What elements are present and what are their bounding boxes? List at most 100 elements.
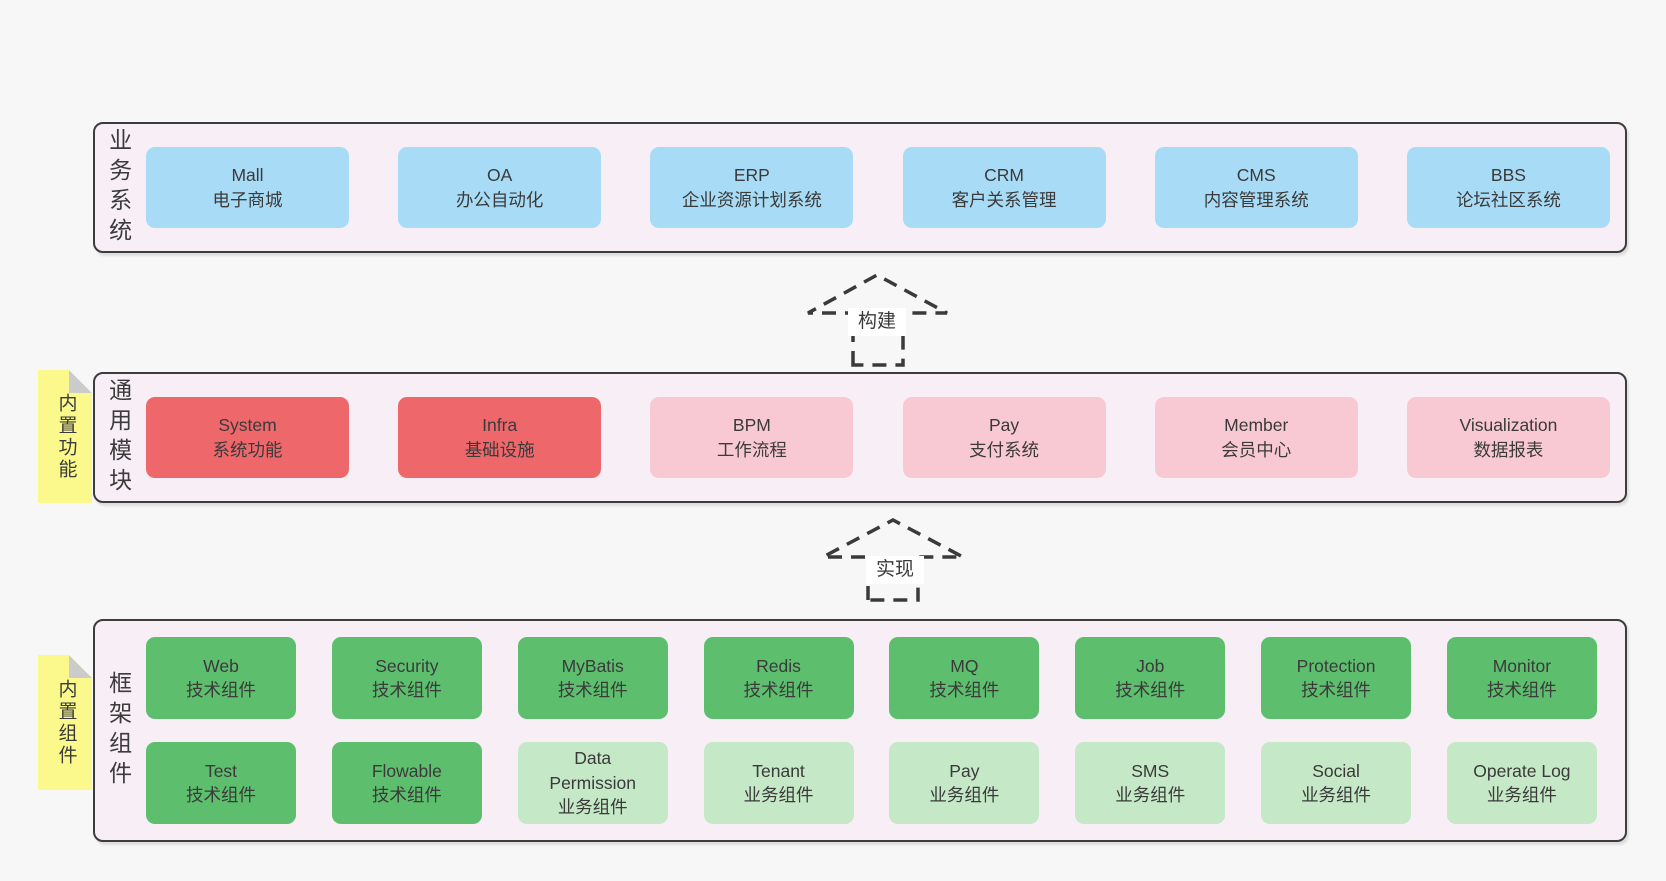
band-business-systems-label: 业务系统 bbox=[105, 127, 132, 248]
band-label-column: 通用模块 bbox=[95, 374, 141, 501]
box-subtitle: 技术组件 bbox=[371, 680, 442, 700]
build-arrow-label: 构建 bbox=[848, 308, 906, 336]
box-subtitle: 技术组件 bbox=[371, 785, 442, 805]
box-visualization: Visualization 数据报表 bbox=[1406, 397, 1610, 478]
box-title: Member bbox=[1224, 415, 1289, 435]
box-subtitle: 工作流程 bbox=[716, 439, 787, 460]
box-title: OA bbox=[487, 165, 513, 185]
box-subtitle: 技术组件 bbox=[1115, 680, 1186, 700]
band-common-modules-label: 通用模块 bbox=[105, 377, 132, 498]
implement-arrow bbox=[822, 518, 964, 602]
box-title: Infra bbox=[482, 415, 518, 435]
box-mybatis: MyBatis 技术组件 bbox=[517, 637, 668, 719]
box-mall: Mall 电子商城 bbox=[146, 147, 349, 228]
box-sms: SMS 业务组件 bbox=[1075, 742, 1226, 824]
box-subtitle: 内容管理系统 bbox=[1203, 189, 1309, 210]
box-security: Security 技术组件 bbox=[331, 637, 482, 719]
box-subtitle: 技术组件 bbox=[929, 680, 1000, 700]
band-business-systems: 业务系统 Mall 电子商城 OA 办公自动化 ERP 企业资源计划系统 CRM… bbox=[93, 122, 1627, 253]
box-title: CRM bbox=[984, 165, 1024, 185]
box-redis: Redis 技术组件 bbox=[703, 637, 854, 719]
box-title: Tenant bbox=[752, 760, 805, 781]
box-subtitle: 电子商城 bbox=[212, 189, 283, 210]
implement-arrow-label: 实现 bbox=[866, 556, 924, 584]
box-data-permission: Data Permission 业务组件 bbox=[517, 742, 668, 824]
box-subtitle: 技术组件 bbox=[1301, 680, 1372, 700]
box-title: SMS bbox=[1131, 760, 1170, 781]
box-subtitle: 业务组件 bbox=[743, 785, 814, 805]
box-pay: Pay 支付系统 bbox=[902, 397, 1106, 478]
box-protection: Protection 技术组件 bbox=[1261, 637, 1412, 719]
box-title: Pay bbox=[988, 415, 1020, 435]
box-title: Mall bbox=[231, 165, 264, 185]
box-crm: CRM 客户关系管理 bbox=[902, 147, 1106, 228]
box-erp: ERP 企业资源计划系统 bbox=[650, 147, 854, 228]
box-subtitle: 数据报表 bbox=[1473, 439, 1544, 460]
box-member: Member 会员中心 bbox=[1154, 397, 1358, 478]
box-subtitle: 技术组件 bbox=[186, 785, 256, 805]
box-subtitle: 支付系统 bbox=[969, 439, 1040, 460]
band-framework-components-label: 框架组件 bbox=[105, 670, 132, 791]
box-web: Web 技术组件 bbox=[146, 637, 296, 719]
box-subtitle: 技术组件 bbox=[1486, 680, 1557, 700]
box-title: Operate Log bbox=[1473, 760, 1571, 781]
box-flowable: Flowable 技术组件 bbox=[331, 742, 482, 824]
box-title: MQ bbox=[950, 655, 979, 676]
box-subtitle: 业务组件 bbox=[929, 785, 1000, 805]
sticky-note-builtin-components: 内置组件 bbox=[38, 655, 92, 790]
box-cms: CMS 内容管理系统 bbox=[1154, 147, 1358, 228]
sticky-note-builtin-features: 内置功能 bbox=[38, 370, 92, 503]
box-social: Social 业务组件 bbox=[1261, 742, 1412, 824]
box-title: BBS bbox=[1490, 165, 1526, 185]
box-title: Redis bbox=[756, 655, 801, 676]
band-framework-components: 框架组件 Web 技术组件 Security 技术组件 MyBatis 技术组件… bbox=[93, 619, 1627, 842]
box-test: Test 技术组件 bbox=[146, 742, 296, 824]
box-title: Visualization bbox=[1459, 415, 1558, 435]
box-subtitle: 客户关系管理 bbox=[951, 189, 1057, 210]
framework-components-row-2: Test 技术组件 Flowable 技术组件 Data Permission … bbox=[146, 742, 1597, 824]
band-common-modules: 通用模块 System 系统功能 Infra 基础设施 BPM 工作流程 Pay… bbox=[93, 372, 1627, 503]
box-infra: Infra 基础设施 bbox=[398, 397, 602, 478]
box-subtitle: 业务组件 bbox=[1301, 785, 1372, 805]
box-title: Protection bbox=[1296, 655, 1376, 676]
box-title: Test bbox=[204, 760, 238, 781]
box-title: Social bbox=[1312, 760, 1360, 781]
sticky-fold-corner bbox=[69, 655, 92, 678]
box-job: Job 技术组件 bbox=[1075, 637, 1226, 719]
box-bpm: BPM 工作流程 bbox=[650, 397, 854, 478]
box-tenant: Tenant 业务组件 bbox=[703, 742, 854, 824]
box-title: Data Permission bbox=[549, 748, 636, 793]
box-subtitle: 技术组件 bbox=[743, 680, 814, 700]
box-title: ERP bbox=[733, 165, 770, 185]
band-label-column: 框架组件 bbox=[95, 621, 141, 840]
box-title: Monitor bbox=[1492, 655, 1552, 676]
box-bbs: BBS 论坛社区系统 bbox=[1406, 147, 1610, 228]
box-subtitle: 会员中心 bbox=[1221, 439, 1292, 460]
box-subtitle: 论坛社区系统 bbox=[1455, 189, 1561, 210]
box-subtitle: 技术组件 bbox=[186, 680, 256, 700]
box-subtitle: 企业资源计划系统 bbox=[681, 189, 822, 210]
box-title: Pay bbox=[949, 760, 980, 781]
box-subtitle: 业务组件 bbox=[1115, 785, 1186, 805]
box-title: Security bbox=[375, 655, 439, 676]
box-title: BPM bbox=[732, 415, 771, 435]
sticky-fold-corner bbox=[69, 370, 92, 393]
box-title: MyBatis bbox=[561, 655, 624, 676]
box-operate-log: Operate Log 业务组件 bbox=[1446, 742, 1597, 824]
box-title: Web bbox=[203, 655, 239, 676]
box-system: System 系统功能 bbox=[146, 397, 349, 478]
box-monitor: Monitor 技术组件 bbox=[1446, 637, 1597, 719]
box-pay-biz: Pay 业务组件 bbox=[889, 742, 1040, 824]
common-modules-row: System 系统功能 Infra 基础设施 BPM 工作流程 Pay 支付系统… bbox=[141, 374, 1625, 501]
box-subtitle: 办公自动化 bbox=[455, 189, 544, 210]
sticky-builtin-components-label: 内置组件 bbox=[55, 678, 77, 767]
box-subtitle: 业务组件 bbox=[1486, 785, 1557, 805]
framework-components-grid: Web 技术组件 Security 技术组件 MyBatis 技术组件 Redi… bbox=[141, 621, 1625, 840]
framework-components-row-1: Web 技术组件 Security 技术组件 MyBatis 技术组件 Redi… bbox=[146, 637, 1597, 719]
box-title: System bbox=[218, 415, 277, 435]
box-title: Job bbox=[1136, 655, 1165, 676]
box-subtitle: 技术组件 bbox=[557, 680, 628, 700]
box-title: CMS bbox=[1236, 165, 1276, 185]
business-systems-row: Mall 电子商城 OA 办公自动化 ERP 企业资源计划系统 CRM 客户关系… bbox=[141, 124, 1625, 251]
